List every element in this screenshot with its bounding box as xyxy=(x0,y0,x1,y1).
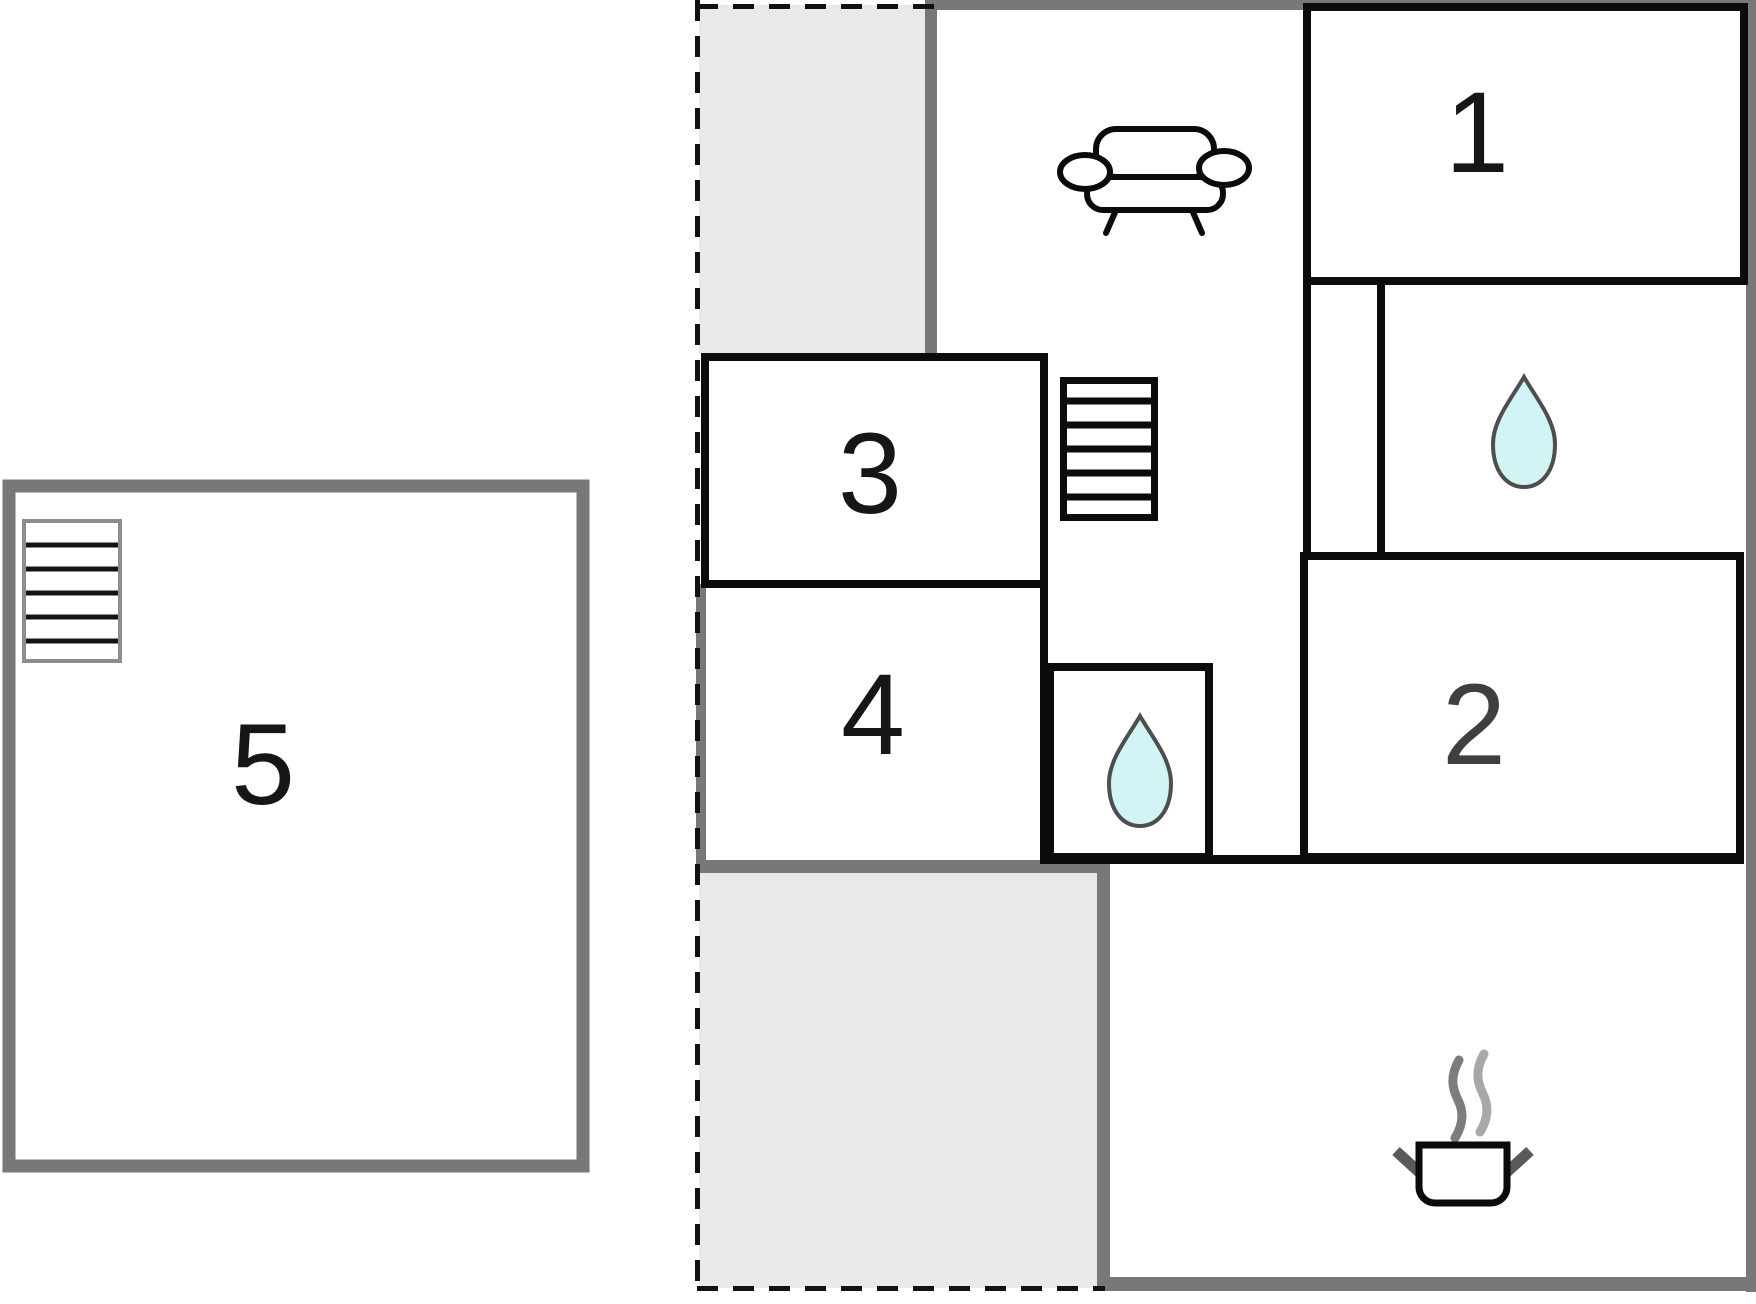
room-3-label: 3 xyxy=(838,410,902,538)
room-1-label: 1 xyxy=(1445,69,1509,197)
terraces xyxy=(699,5,1099,1288)
wall-bottom-kitchen xyxy=(1097,1277,1756,1291)
terrace-upper xyxy=(699,5,927,353)
wall-terrace-upper-right xyxy=(925,0,937,354)
room-2-label: 2 xyxy=(1442,661,1506,789)
wall-terrace-lower-right xyxy=(1097,860,1110,1290)
wall-room4-left xyxy=(696,584,706,866)
wall-rooms34-right xyxy=(1040,353,1048,864)
room-1-walls xyxy=(1303,3,1748,285)
pot-handle-left xyxy=(1392,1146,1423,1177)
water-drop-icon-lower xyxy=(1106,711,1174,829)
interior-walls xyxy=(701,3,1748,864)
sofa-icon xyxy=(1057,126,1252,236)
room-labels: 1 2 3 4 5 xyxy=(231,69,1509,829)
wall-hall-left xyxy=(1303,281,1311,560)
boundary-dashed-lines xyxy=(695,0,1105,1292)
water-drop-icon-upper xyxy=(1490,372,1558,490)
cooking-pot-icon xyxy=(1392,1049,1534,1207)
room-2-walls xyxy=(1300,552,1744,861)
room-3-walls xyxy=(701,353,1048,588)
staircase-icon-main xyxy=(1060,377,1158,521)
wall-hall-divider xyxy=(1377,281,1385,560)
terrace-lower xyxy=(699,868,1099,1288)
steam-right xyxy=(1473,1049,1492,1137)
pot-body xyxy=(1415,1141,1511,1207)
room-5-label: 5 xyxy=(231,701,295,829)
room-4-label: 4 xyxy=(841,651,905,779)
staircase-icon-annex xyxy=(22,519,122,663)
wall-south-segment xyxy=(696,860,1110,873)
steam-left xyxy=(1448,1055,1467,1143)
wall-right xyxy=(1746,0,1756,1292)
pot-handle-right xyxy=(1503,1146,1534,1177)
